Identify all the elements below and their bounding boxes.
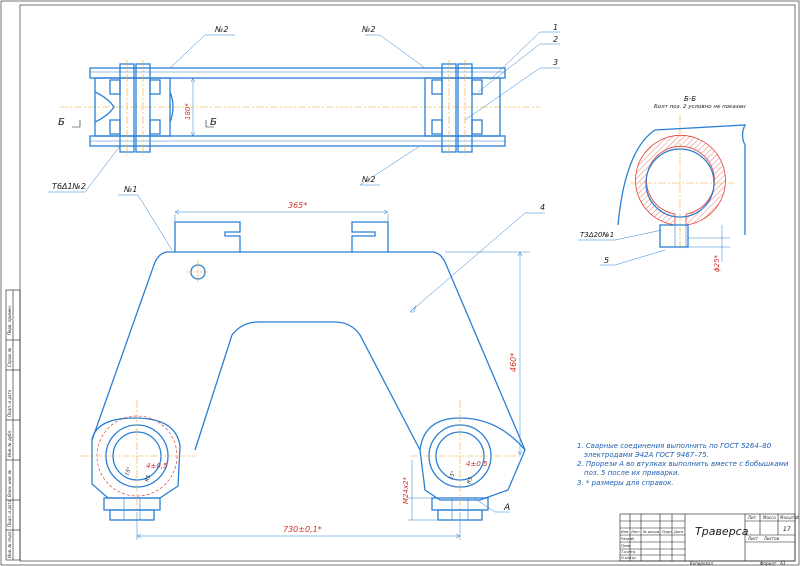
left-bushing [80, 400, 195, 521]
note-line-4: поз. 5 после их приварки. [584, 469, 680, 477]
section-title: Б-Б [684, 95, 696, 103]
tb-row-doc: № докум. [642, 530, 660, 534]
part-ref-3: 3 [553, 58, 558, 67]
front-base-dim: 730±0,1* [283, 525, 322, 534]
note-line-5: 3. * размеры для справок. [577, 479, 674, 487]
bolt-thread-dim: M24x2* [402, 476, 410, 504]
title-block: Лит. Масса Масштаб 17 Лист Листов Травер… [619, 513, 800, 566]
slot-radius-left: R5 [144, 474, 152, 482]
weld-label-front: №1 [123, 185, 137, 194]
technical-notes: 1. Сварные соединения выполнить по ГОСТ … [577, 442, 789, 487]
tb-role-prov: Пров. [621, 544, 631, 548]
side-stamp-column: Перв. примен. Справ. № Подп. и дата Инв.… [5, 289, 21, 561]
section-diameter-dim: ϕ25* [713, 254, 721, 272]
tb-format-value: А3 [779, 561, 786, 566]
section-view: Б-Б Болт поз. 2 условно не показан ϕ25* … [578, 95, 747, 272]
tb-role-nkontr: Н.контр. [621, 556, 637, 560]
side-stamp-5: Взам. инв. № [7, 470, 12, 497]
side-stamp-2: Справ. № [7, 348, 12, 367]
tb-role-razrab: Разраб. [621, 537, 635, 541]
part-ref-4: 4 [540, 203, 545, 212]
front-height-dim: 460* [509, 353, 518, 372]
front-width-dim: 365* [288, 201, 307, 210]
tb-row-list: Лист [630, 530, 641, 534]
tb-scale-value: 17 [783, 526, 791, 533]
note-line-3: 2. Прорези А во втулках выполнить вместе… [577, 460, 789, 468]
tb-lit: Лит. [747, 515, 757, 520]
slot-radius-right: R5 [466, 476, 474, 484]
drawing-title: Траверса [695, 525, 749, 538]
side-stamp-7: Инв. № подл. [7, 530, 12, 558]
tb-format: Формат [760, 561, 777, 566]
slot-angle-left: 15° [124, 466, 133, 477]
side-stamp-4: Инв. № дубл. [7, 430, 12, 457]
note-line-1: 1. Сварные соединения выполнить по ГОСТ … [577, 442, 772, 450]
tb-row-izm: Изм. [621, 530, 629, 534]
tb-sheets: Листов [763, 536, 780, 541]
weld-label-top-left: №2 [214, 25, 228, 34]
tb-mass: Масса [763, 515, 776, 520]
section-mark-left: Б [58, 117, 65, 128]
side-stamp-6: Подп. и дата [7, 499, 12, 527]
side-stamp-1: Перв. примен. [7, 305, 12, 335]
top-height-dim: 180* [184, 103, 192, 120]
right-bushing [410, 400, 526, 521]
slot-angle-right: 15° [448, 470, 457, 481]
section-mark-right: Б [210, 117, 217, 128]
front-view: 365* 460* 730±0,1* M24x2* 4±0,5 4±0,5 15… [80, 185, 545, 540]
part-ref-2: 2 [553, 35, 558, 44]
top-view: 180* Б Б №2 №2 №2 Т6Δ1№2 1 2 3 [48, 23, 560, 193]
weld-symbol-left: Т6Δ1№2 [52, 182, 86, 191]
tb-scale: Масштаб [780, 515, 800, 520]
tb-row-date: Дата [673, 530, 683, 534]
slot-dim-right: 4±0,5 [466, 460, 488, 468]
weld-label-top-right: №2 [361, 25, 375, 34]
section-weld-label: Т3Δ20№1 [580, 231, 614, 239]
view-a-label: А [503, 503, 510, 513]
section-subtitle: Болт поз. 2 условно не показан [654, 104, 746, 110]
note-line-2: электродами Э42А ГОСТ 9467–75. [584, 451, 709, 459]
tb-sheet: Лист [747, 536, 759, 541]
part-ref-1: 1 [553, 23, 558, 32]
weld-label-bottom: №2 [361, 175, 375, 184]
tb-row-sign: Подп. [662, 530, 673, 534]
side-stamp-3: Подп. и дата [7, 389, 12, 417]
part-ref-5: 5 [604, 256, 609, 265]
tb-role-tkontr: Т.контр. [621, 550, 636, 554]
slot-dim-left: 4±0,5 [146, 462, 168, 470]
tb-copied: Копировал [690, 561, 713, 566]
